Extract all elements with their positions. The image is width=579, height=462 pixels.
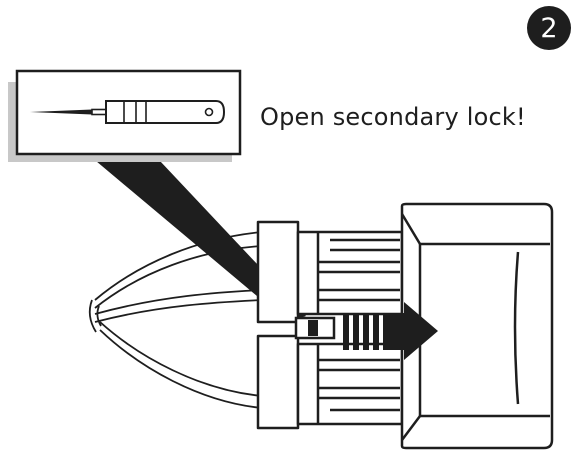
callout-beam xyxy=(96,161,306,322)
unlocking-tool-icon xyxy=(30,100,226,124)
connector-housing xyxy=(256,202,554,450)
secondary-lock xyxy=(294,316,336,340)
step-number-badge: 2 xyxy=(527,6,571,50)
wire-bundle xyxy=(88,231,263,409)
instruction-text: Open secondary lock! xyxy=(260,103,526,131)
tool-inset-panel xyxy=(8,69,242,162)
push-right-arrow-icon xyxy=(343,302,438,360)
